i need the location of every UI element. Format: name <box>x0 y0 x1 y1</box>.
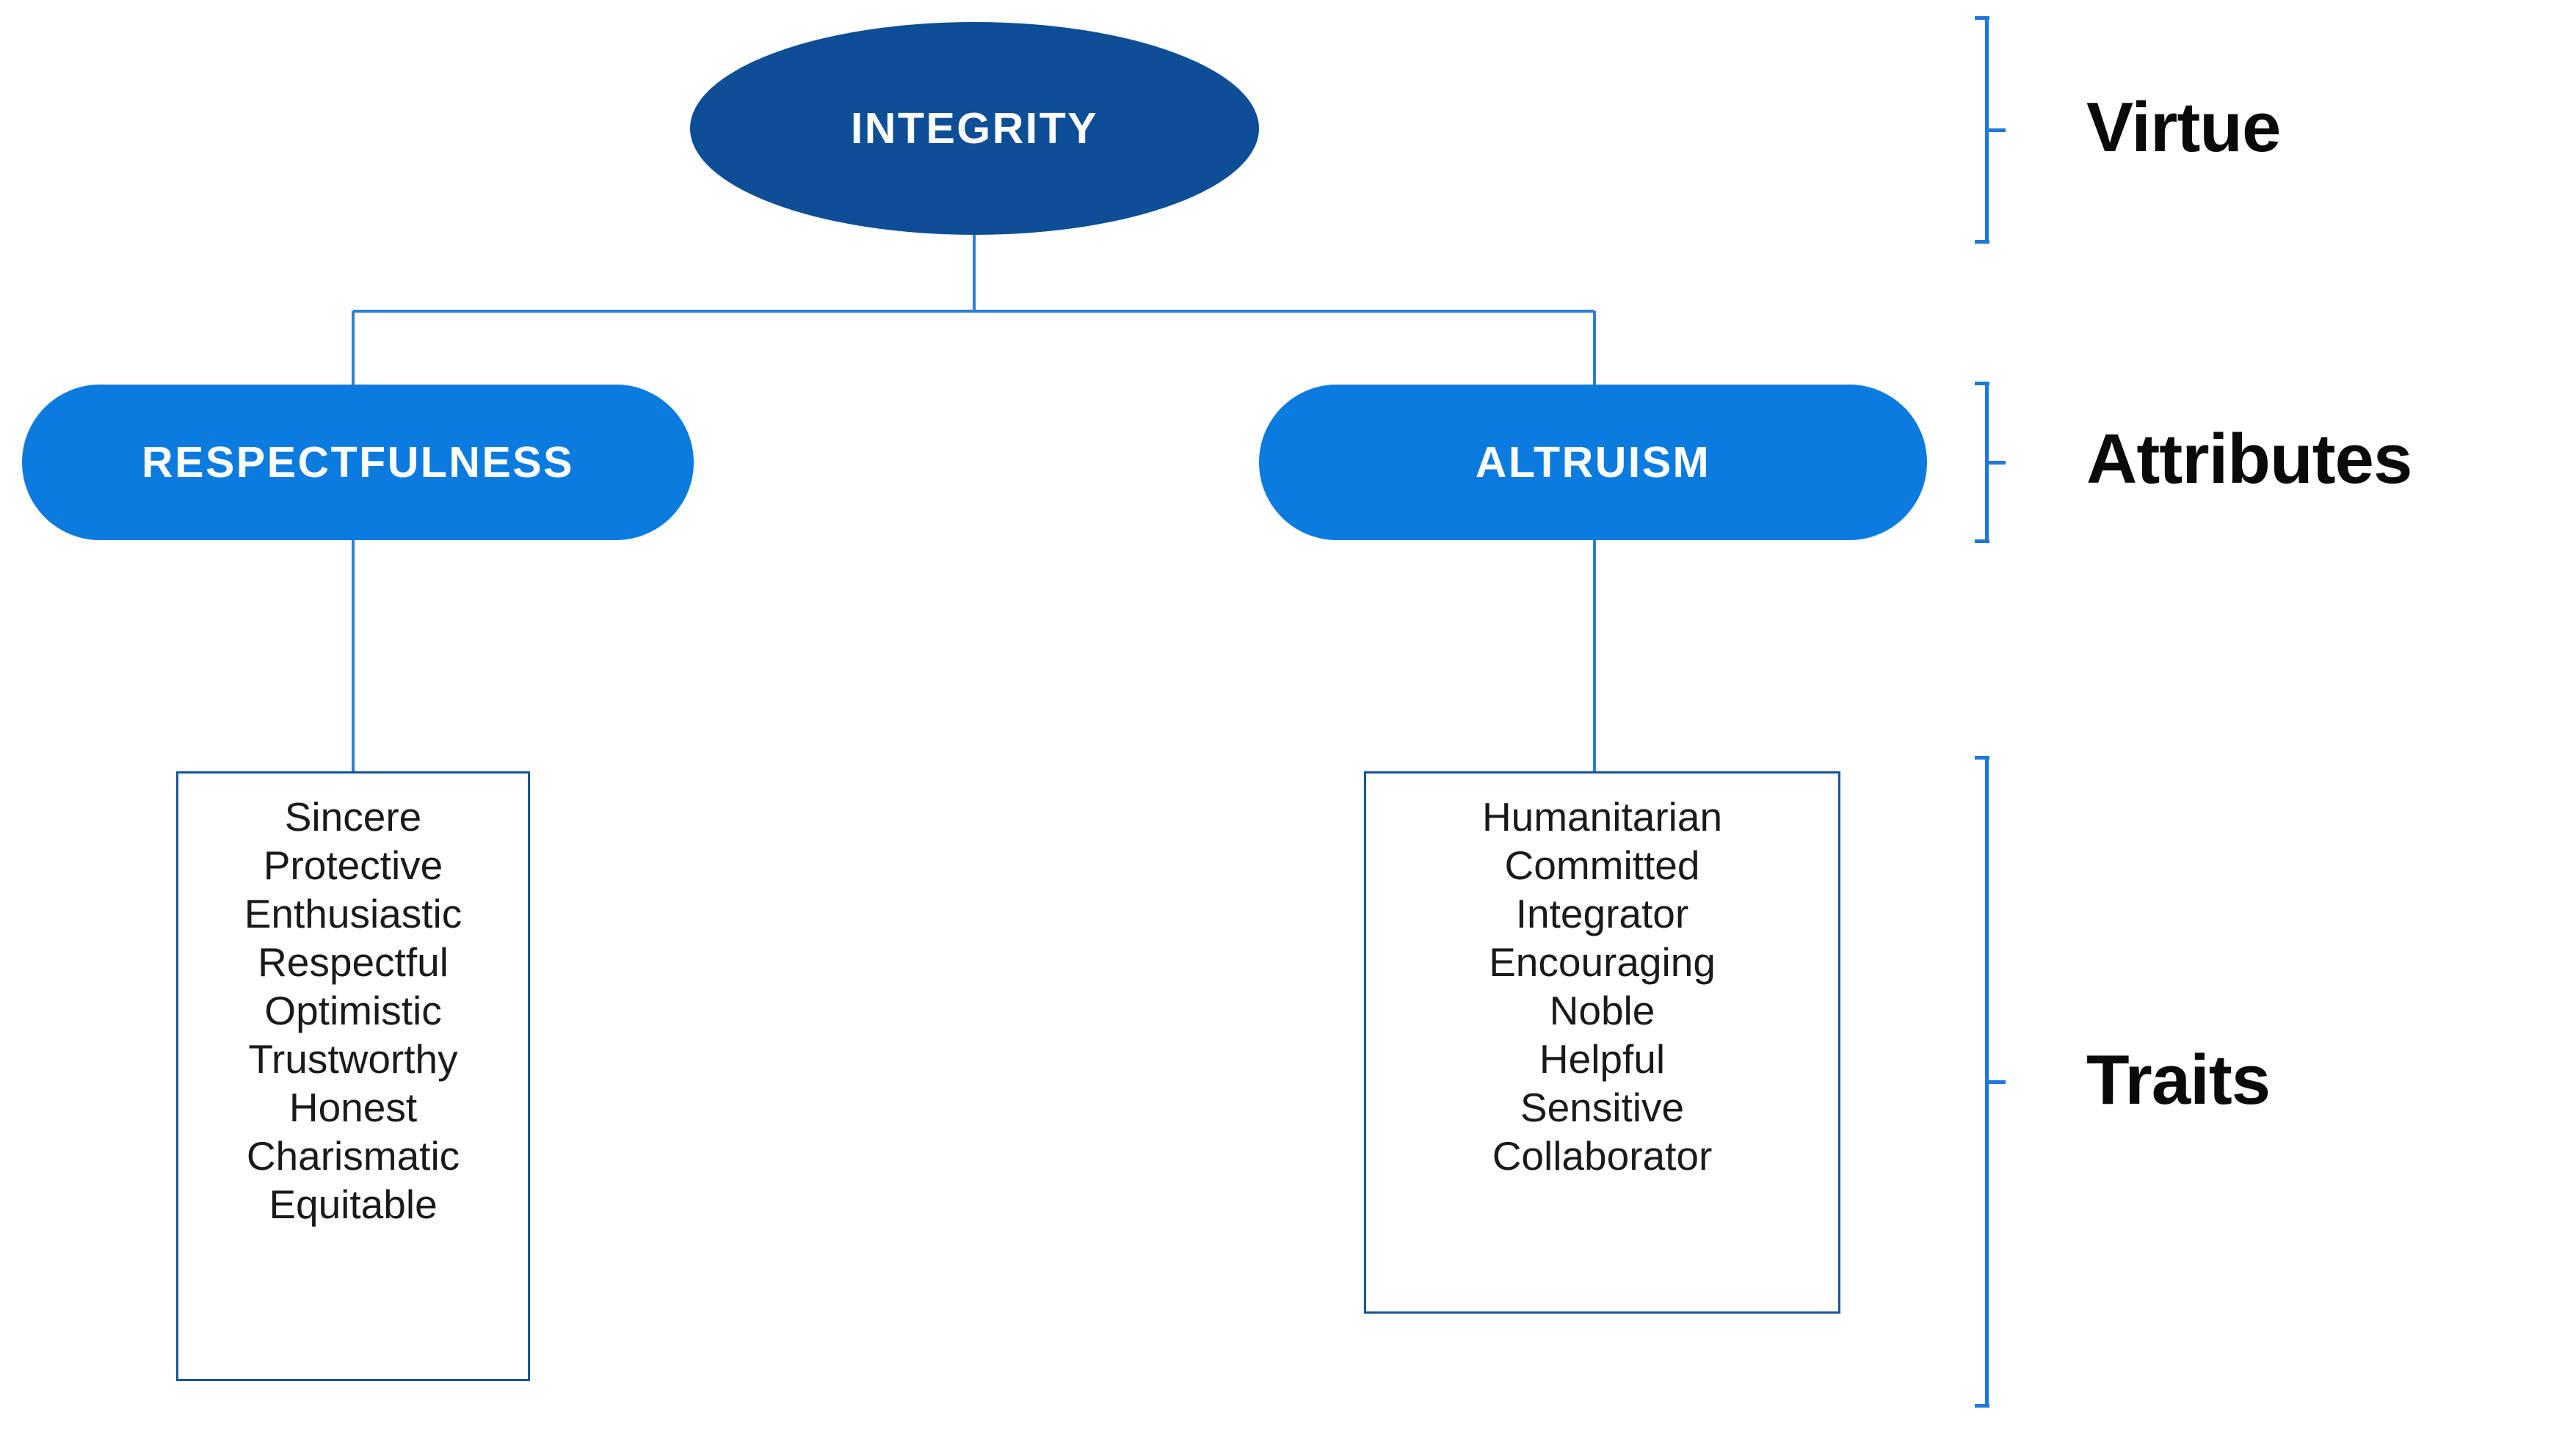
trait-item: Protective <box>263 842 443 888</box>
trait-item: Optimistic <box>264 988 442 1033</box>
attribute-node-altruism[interactable]: ALTRUISM <box>1259 385 1927 540</box>
tier-label-attributes: Attributes <box>2086 420 2412 498</box>
trait-box-respectfulness: Sincere Protective Enthusiastic Respectf… <box>176 771 530 1381</box>
trait-box-altruism: Humanitarian Committed Integrator Encour… <box>1364 771 1840 1314</box>
tier-label-traits: Traits <box>2086 1041 2271 1119</box>
trait-item: Helpful <box>1539 1036 1666 1082</box>
trait-item: Noble <box>1549 988 1655 1033</box>
bracket-tip-bottom <box>1975 539 1989 543</box>
bracket-tick <box>1987 461 2006 465</box>
bracket-tip-top <box>1975 16 1989 20</box>
attribute-node-label: RESPECTFULNESS <box>141 437 575 487</box>
tier-bracket-attributes <box>1975 382 2006 543</box>
attribute-node-label: ALTRUISM <box>1475 437 1711 487</box>
trait-item: Sensitive <box>1520 1085 1685 1130</box>
virtue-node-label: INTEGRITY <box>850 103 1099 153</box>
bracket-tick <box>1987 1080 2006 1084</box>
bracket-tip-top <box>1975 756 1989 760</box>
trait-item: Charismatic <box>246 1133 460 1179</box>
bracket-tip-bottom <box>1975 1404 1989 1408</box>
bracket-tick <box>1987 128 2006 132</box>
trait-item: Enthusiastic <box>244 891 462 936</box>
bracket-tip-top <box>1975 382 1989 385</box>
trait-item: Trustworthy <box>248 1036 458 1082</box>
trait-item: Humanitarian <box>1481 794 1723 840</box>
trait-item: Integrator <box>1515 891 1689 936</box>
tier-bracket-traits <box>1975 756 2006 1408</box>
tier-label-virtue: Virtue <box>2086 88 2281 167</box>
bracket-tip-bottom <box>1975 240 1989 244</box>
trait-item: Honest <box>289 1085 418 1130</box>
trait-item: Equitable <box>269 1182 438 1227</box>
trait-item: Respectful <box>258 939 449 985</box>
tier-bracket-virtue <box>1975 16 2006 244</box>
trait-item: Collaborator <box>1492 1133 1713 1179</box>
virtue-node-integrity[interactable]: INTEGRITY <box>690 22 1259 235</box>
trait-item: Sincere <box>284 794 422 840</box>
trait-item: Encouraging <box>1489 939 1716 985</box>
attribute-node-respectfulness[interactable]: RESPECTFULNESS <box>22 385 694 540</box>
trait-item: Committed <box>1504 842 1700 888</box>
